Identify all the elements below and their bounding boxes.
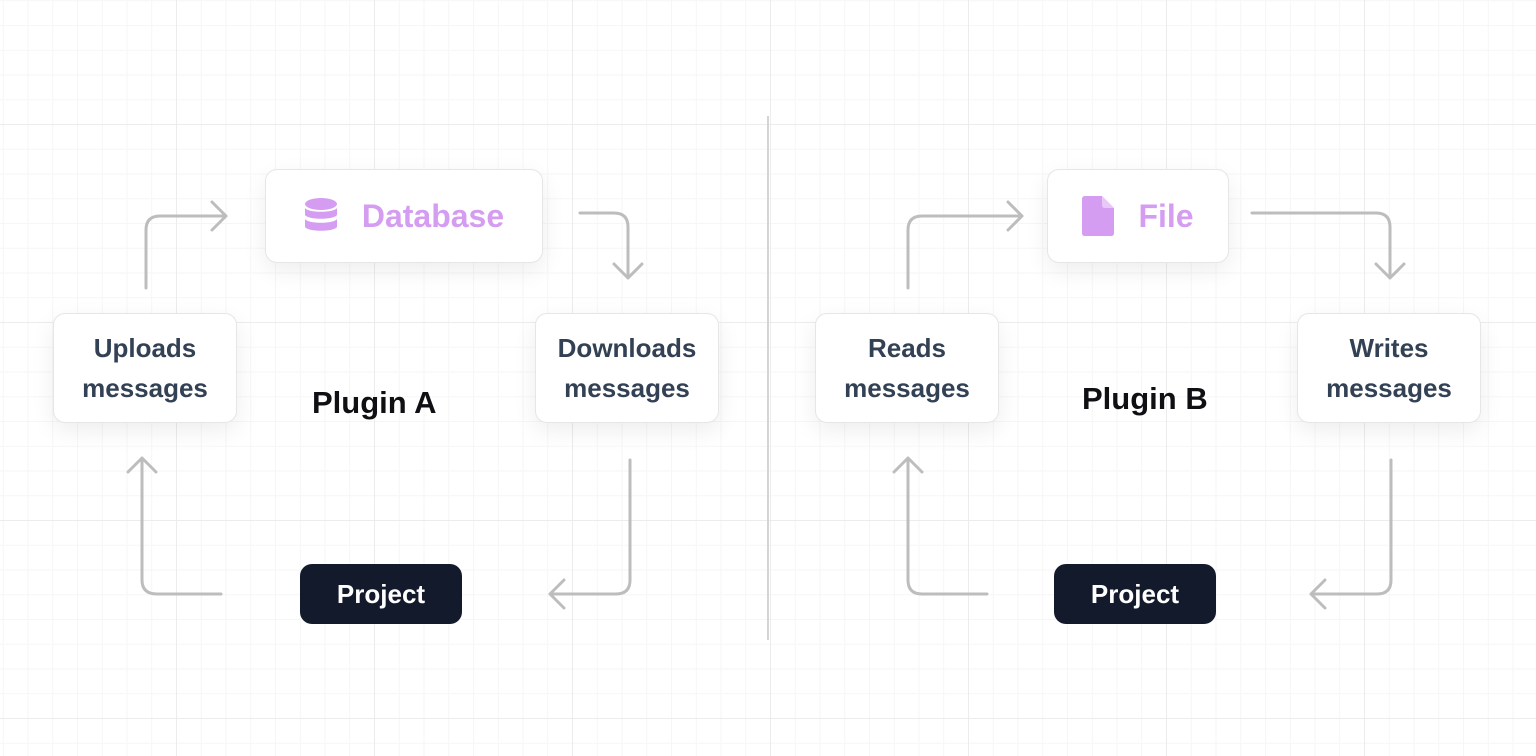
arrow-project-to-read (892, 456, 989, 596)
file-icon (1082, 196, 1115, 236)
file-label: File (1138, 197, 1194, 234)
project-b-node: Project (1054, 564, 1216, 624)
plugin-a-label: Plugin A (312, 385, 437, 420)
arrow-database-to-download (578, 211, 644, 280)
arrow-file-to-write (1250, 211, 1406, 280)
database-label: Database (361, 197, 505, 234)
plugin-b-label: Plugin B (1082, 381, 1208, 416)
downloads-messages-card: Downloads messages (535, 313, 719, 423)
arrow-upload-to-database (144, 200, 228, 290)
uploads-messages-label: messages (82, 373, 208, 403)
writes-label: Writes (1349, 333, 1429, 363)
uploads-label: Uploads (93, 333, 197, 363)
reads-messages-label: messages (844, 373, 970, 403)
database-icon (304, 198, 338, 234)
downloads-label: Downloads (557, 333, 697, 363)
reads-messages-card: Reads messages (815, 313, 999, 423)
arrow-write-to-project (1309, 458, 1393, 610)
arrow-project-to-upload (126, 456, 223, 596)
section-divider (767, 116, 769, 640)
writes-messages-label: messages (1326, 373, 1452, 403)
arrow-read-to-file (906, 200, 1024, 290)
file-card: File (1047, 169, 1229, 263)
database-card: Database (265, 169, 543, 263)
downloads-messages-label: messages (564, 373, 690, 403)
uploads-messages-card: Uploads messages (53, 313, 237, 423)
reads-label: Reads (867, 333, 947, 363)
writes-messages-card: Writes messages (1297, 313, 1481, 423)
project-a-node: Project (300, 564, 462, 624)
arrow-download-to-project (548, 458, 632, 610)
